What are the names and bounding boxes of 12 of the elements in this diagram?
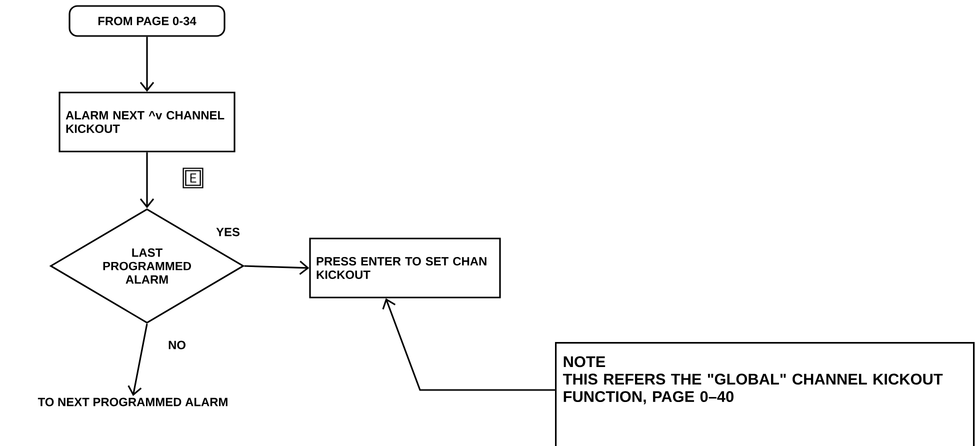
arrow [140, 36, 154, 92]
edge-label: YES [215, 226, 241, 238]
arrow [128, 324, 148, 396]
arrow [140, 152, 154, 208]
note-box: NOTE THIS REFERS THE "GLOBAL" CHANNEL KICKOUT FUNCTION, PAGE 0–40 [555, 342, 975, 446]
leader-line [382, 298, 555, 391]
edge-label: NO [167, 340, 187, 350]
process-box: ALARM NEXT ^v CHANNEL KICKOUT [58, 92, 236, 152]
process-box: PRESS ENTER TO SET CHAN KICKOUT [309, 238, 501, 298]
arrow [244, 260, 310, 275]
flow-text: TO NEXT PROGRAMMED ALARM [38, 398, 228, 406]
terminal-box: FROM PAGE 0-34 [68, 5, 226, 37]
